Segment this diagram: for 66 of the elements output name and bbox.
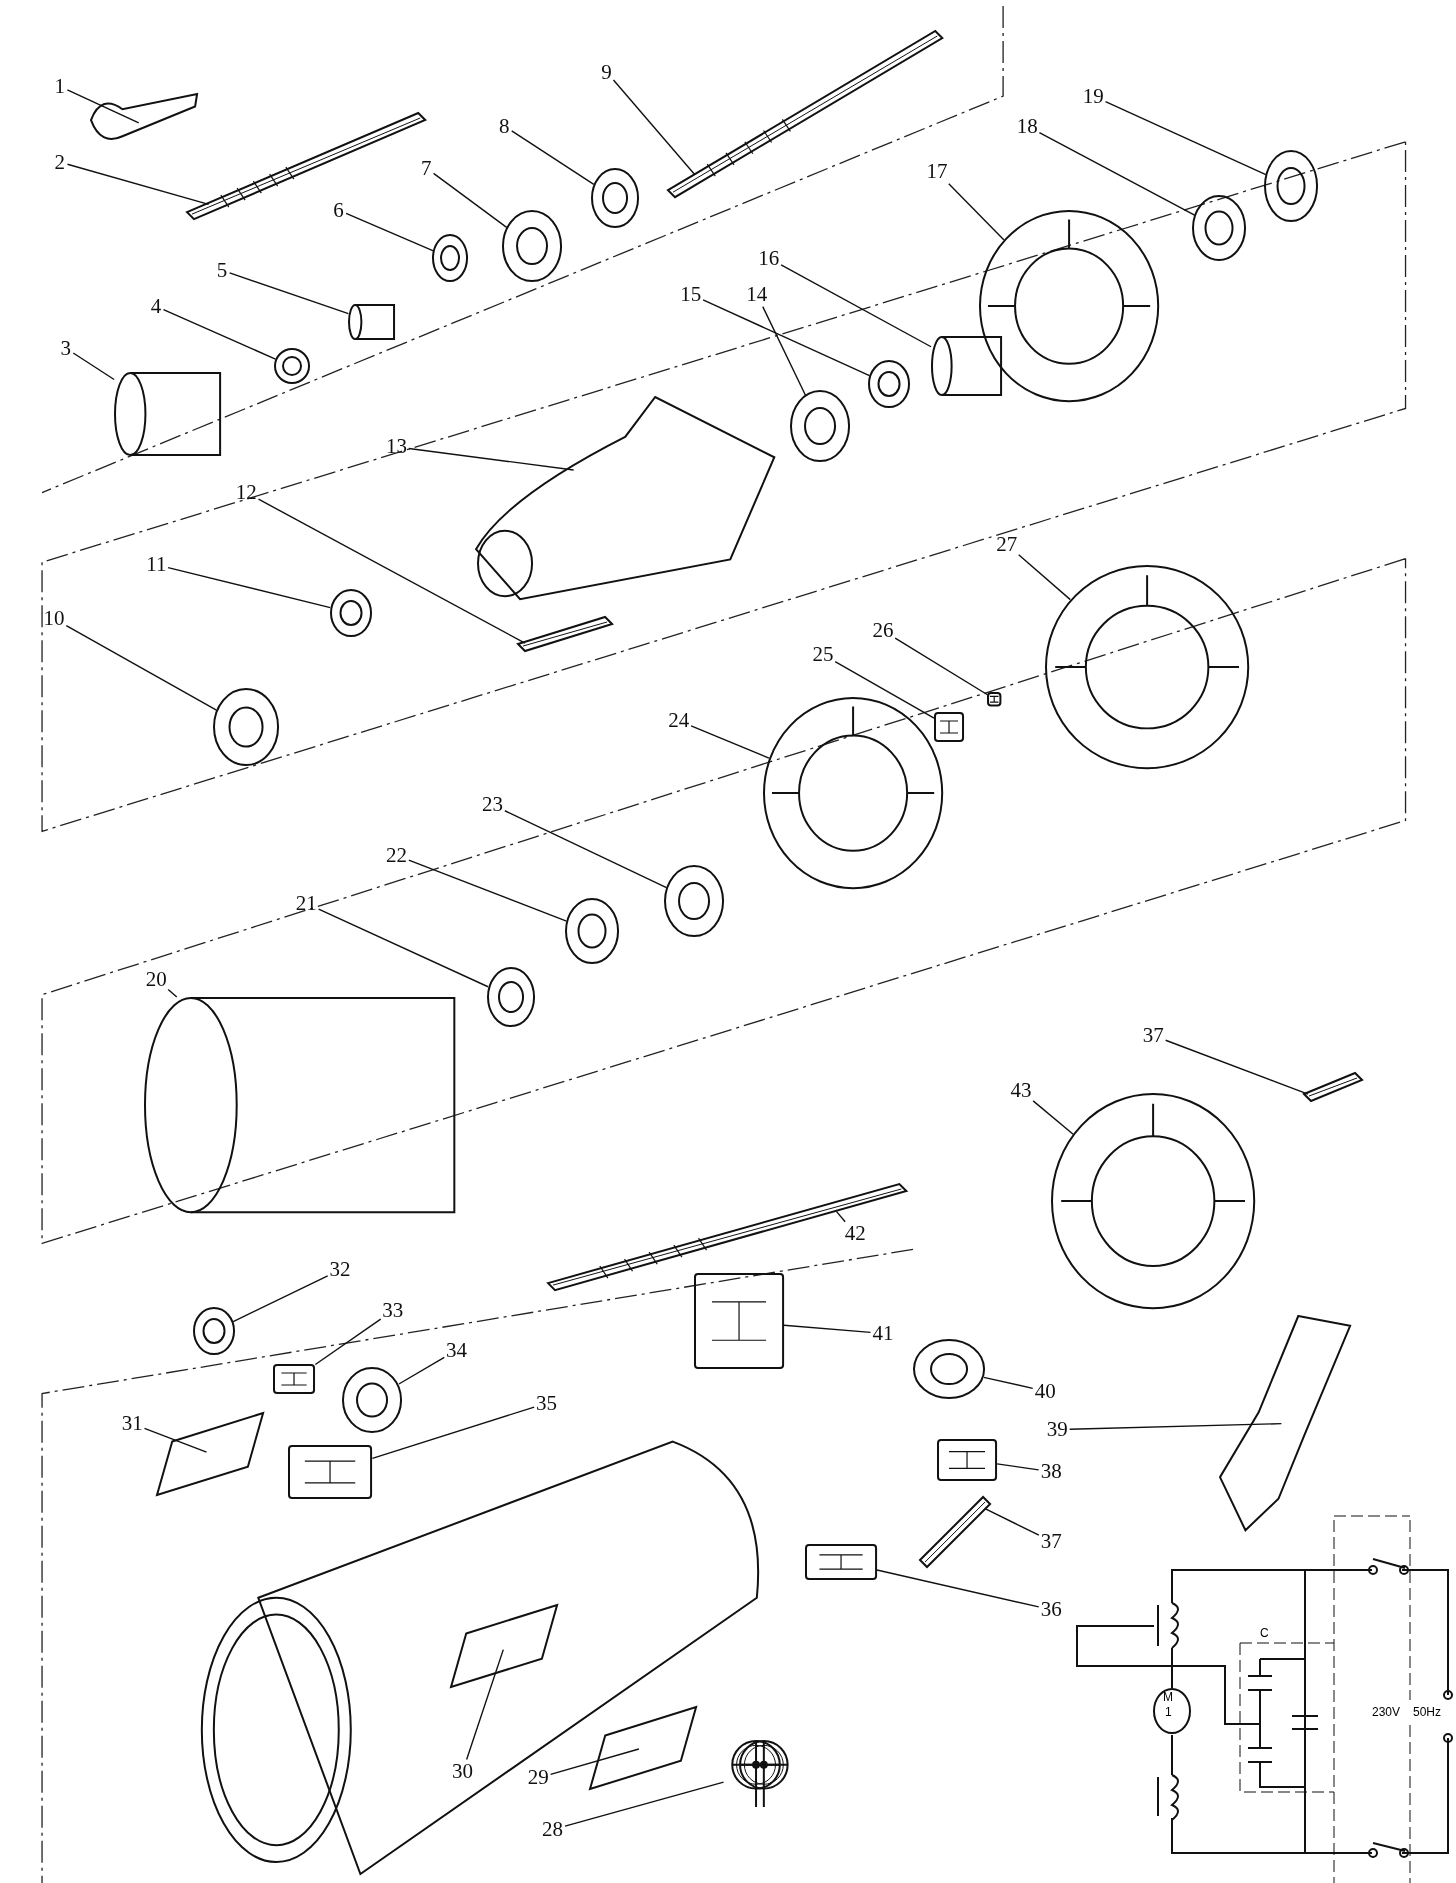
callout-number: 21 (295, 892, 317, 914)
leader-line (257, 498, 526, 644)
callout-number: 18 (1016, 115, 1038, 137)
leader-line (408, 859, 568, 922)
bearing-sleeve-drawing (664, 864, 725, 937)
callout-number: 20 (145, 968, 167, 990)
leader-line (835, 1210, 846, 1223)
cord-guard-drawing (913, 1339, 986, 1400)
leader-line (690, 725, 770, 759)
leader-line (1068, 1422, 1283, 1430)
gear-cover-drawing (979, 210, 1160, 403)
screw-drawing (987, 691, 1002, 707)
callout-number: 39 (1046, 1419, 1068, 1441)
callout-number: 23 (482, 794, 504, 816)
callout-number: 26 (872, 620, 894, 642)
bearing-drawing (565, 898, 620, 965)
screw-drawing (1303, 1072, 1364, 1103)
callout-number: 37 (1142, 1025, 1164, 1047)
leader-line (167, 988, 178, 998)
rear-cover-drawing (1051, 1093, 1256, 1310)
component-label: 1 (1165, 1706, 1172, 1718)
plug-drawing (1219, 1315, 1352, 1532)
leader-line (894, 637, 989, 696)
leader-line (1032, 1100, 1074, 1135)
callout-number: 11 (146, 554, 167, 576)
leader-line (65, 624, 218, 711)
callout-number: 43 (1010, 1080, 1032, 1102)
leader-line (317, 908, 489, 988)
callout-number: 22 (385, 844, 407, 866)
washer-drawing (486, 967, 535, 1028)
o-ring-drawing (1192, 195, 1247, 262)
callout-number: 19 (1082, 85, 1104, 107)
spacer-drawing (934, 711, 965, 742)
leader-line (983, 1376, 1034, 1390)
stator-drawing (1045, 564, 1250, 769)
cable-clamp-drawing (937, 1438, 998, 1481)
leader-line (1018, 553, 1071, 601)
leader-line (876, 1569, 1040, 1608)
callout-number: 36 (1040, 1599, 1062, 1621)
leader-line (996, 1463, 1040, 1471)
callout-number: 10 (43, 608, 65, 630)
bearing-drawing (213, 687, 280, 766)
callout-number: 37 (1040, 1530, 1062, 1552)
bearing-drawing (1264, 150, 1319, 223)
callout-number: 25 (812, 644, 834, 666)
voltage-label: 230V (1372, 1706, 1401, 1718)
circlip-drawing (329, 588, 372, 637)
frequency-label: 50Hz (1413, 1706, 1441, 1718)
leader-line (984, 1507, 1040, 1536)
callout-number: 38 (1040, 1461, 1062, 1483)
component-label: M (1163, 1691, 1173, 1703)
callout-number: 24 (668, 710, 690, 732)
armature-drawing (144, 997, 457, 1214)
leader-line (167, 566, 331, 609)
component-label: C (1260, 1627, 1269, 1639)
callout-number: 27 (996, 533, 1018, 555)
leader-line (834, 661, 935, 719)
leader-line (1104, 101, 1267, 176)
callout-number: 42 (844, 1223, 866, 1245)
screw-drawing (919, 1495, 992, 1568)
leader-line (504, 810, 668, 889)
callout-number: 40 (1034, 1380, 1056, 1402)
leader-line (1038, 131, 1196, 216)
baffle-drawing (762, 696, 943, 889)
leader-line (1164, 1039, 1309, 1095)
screw-drawing (516, 616, 613, 653)
